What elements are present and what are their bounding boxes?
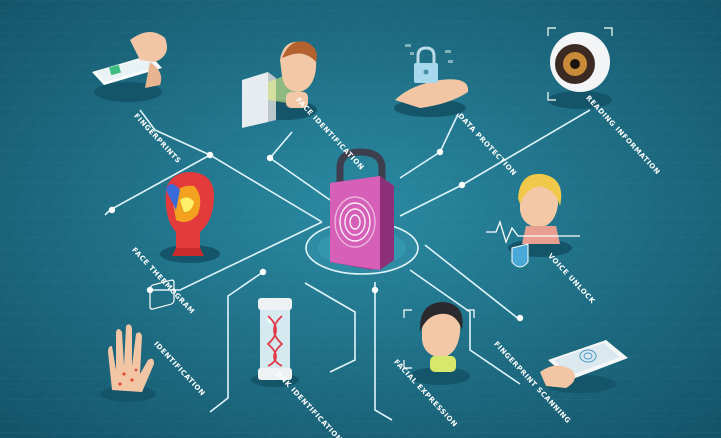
connector-fingerprint-scanning: [409, 269, 521, 385]
padlock-fingerprint-icon: [330, 148, 394, 270]
voice-shield-icon: [486, 173, 580, 268]
connector-fingerprints: [139, 109, 323, 223]
dot-5: [108, 206, 116, 214]
connector-identification: [209, 271, 264, 413]
phone-fingerprint-icon: [92, 31, 168, 102]
phone-scan-icon: [540, 340, 628, 393]
dot-10: [371, 286, 379, 294]
dot-8: [516, 314, 524, 322]
dot-7: [259, 268, 267, 276]
hand-padlock-icon: [394, 44, 469, 117]
dna-tube-icon: [251, 298, 299, 387]
dot-4: [458, 181, 466, 189]
dot-3: [436, 148, 444, 156]
face-scan-icon: [242, 41, 317, 128]
dot-1: [206, 151, 214, 159]
connector-dna-identification: [304, 282, 356, 373]
thermal-head-icon: [160, 172, 220, 263]
face-expression-icon: [403, 302, 475, 385]
palm-scan-icon: [100, 279, 175, 402]
connector-facial-expression: [374, 282, 393, 421]
eye-scan-icon: [547, 27, 613, 109]
dot-2: [266, 154, 274, 162]
